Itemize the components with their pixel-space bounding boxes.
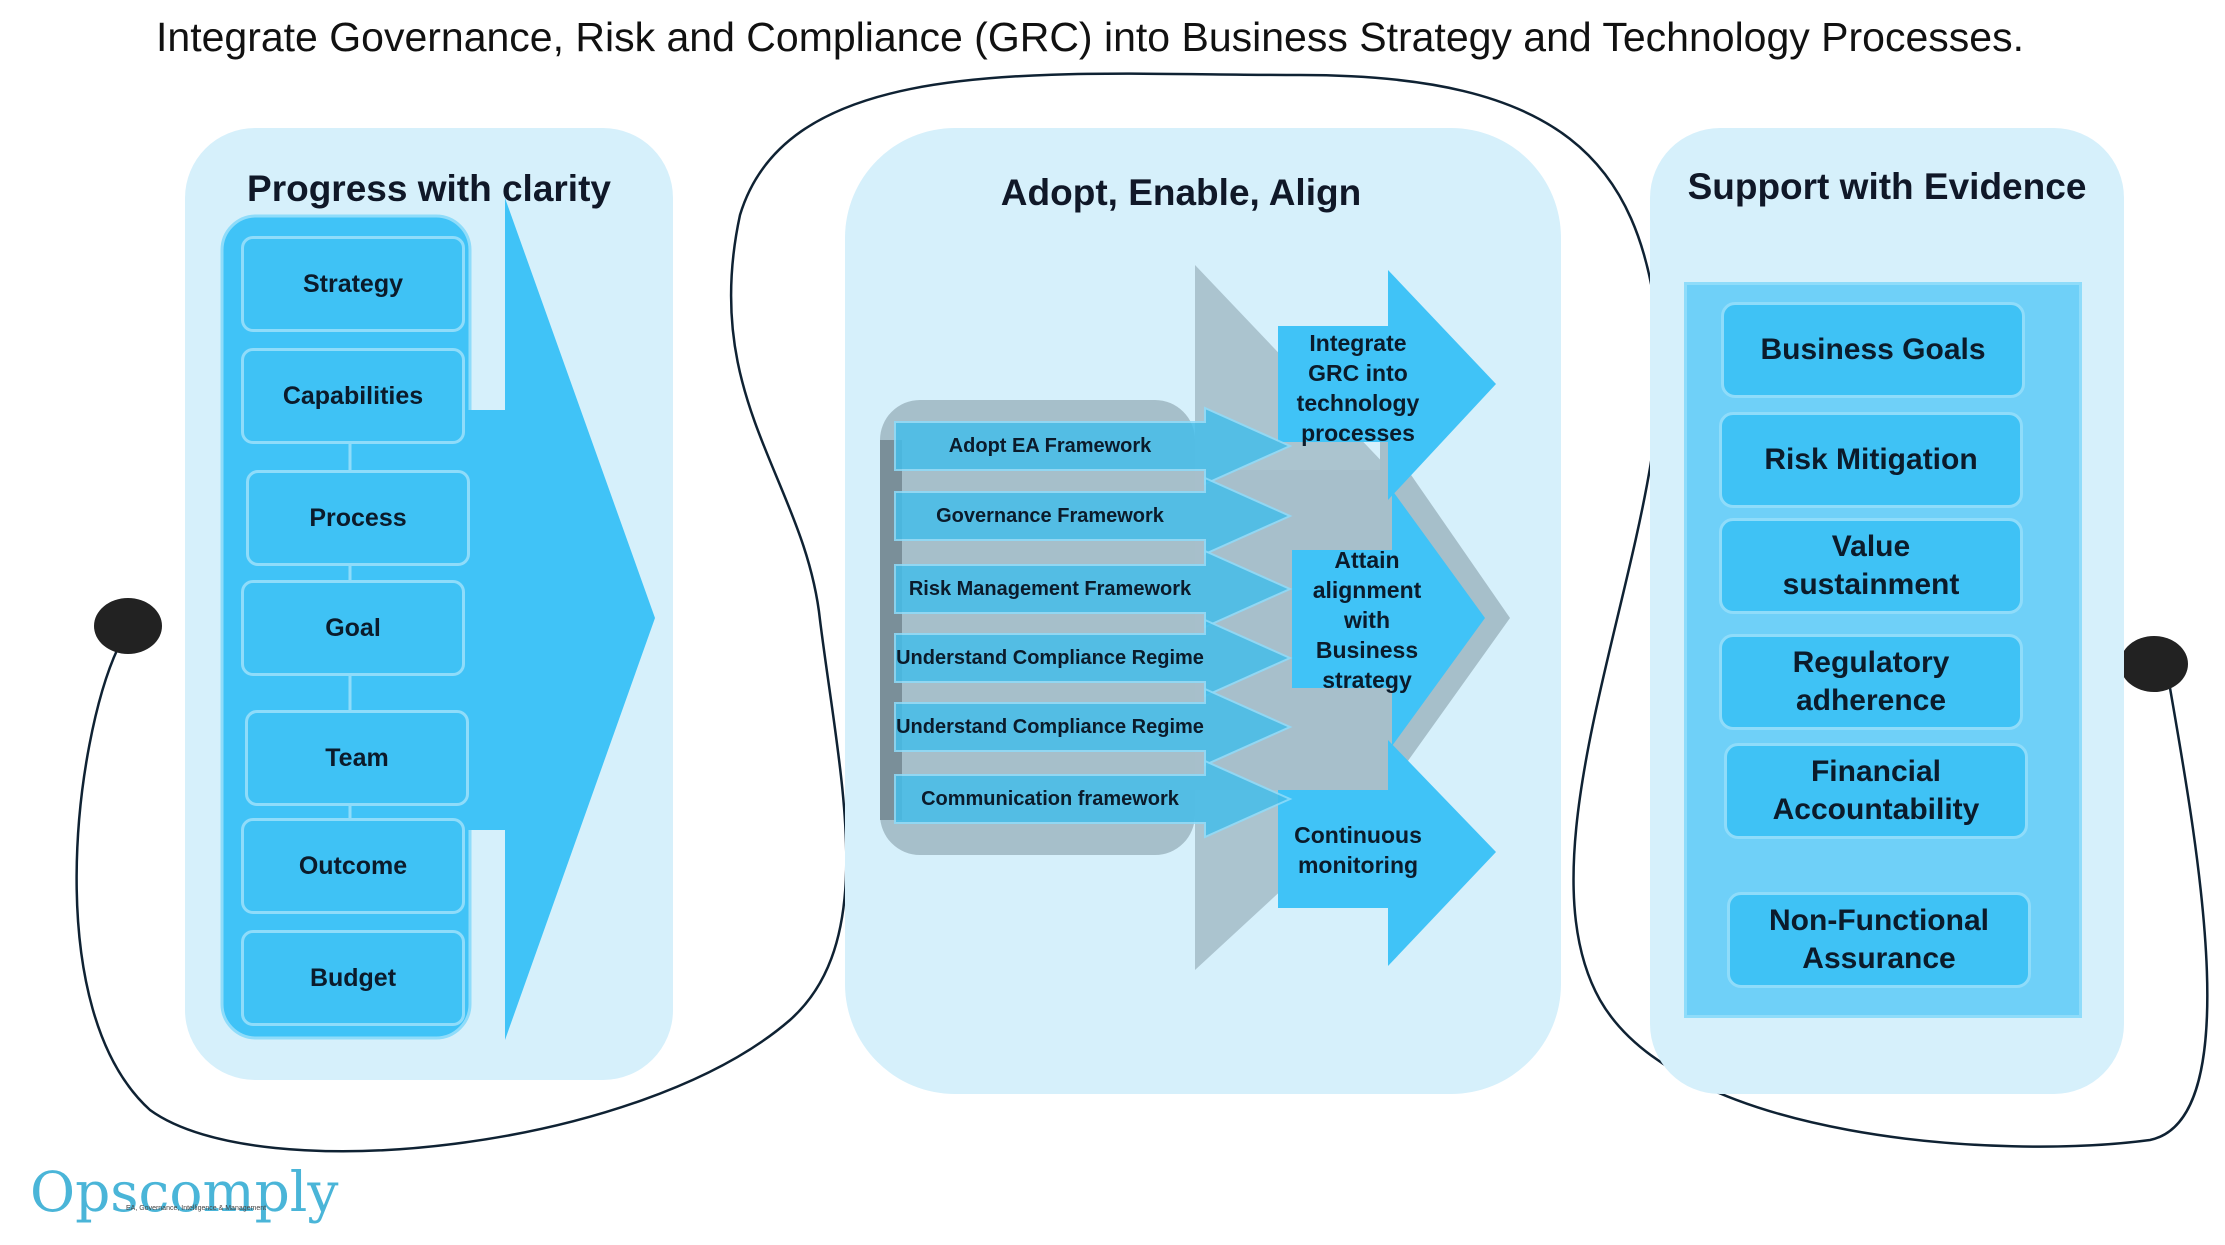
output-label-line: technology [1296, 390, 1420, 416]
input-bar-arrow [894, 406, 1293, 486]
evidence-item: Regulatory adherence [1719, 634, 2023, 730]
input-bar-arrow [894, 549, 1293, 629]
output-label-line: monitoring [1297, 852, 1419, 878]
input-bar-label: Risk Management Framework [908, 577, 1192, 600]
left-item-capabilities: Capabilities [241, 348, 465, 444]
left-item-goal: Goal [241, 580, 465, 676]
evidence-item-line: Value [1831, 530, 1911, 563]
output-label-line: alignment [1312, 577, 1422, 603]
evidence-item-line: Assurance [1802, 942, 1956, 975]
connector-end-dot [2120, 636, 2188, 692]
evidence-item-line: Regulatory [1792, 646, 1950, 679]
input-bar-label: Adopt EA Framework [948, 434, 1152, 457]
output-arrow-top [1278, 270, 1496, 500]
middle-panel-heading: Adopt, Enable, Align [1000, 172, 1362, 213]
output-label-line: Business [1315, 637, 1419, 663]
evidence-item-line: Financial [1810, 755, 1942, 788]
output-label-line: GRC into [1308, 360, 1408, 386]
evidence-item: Risk Mitigation [1719, 412, 2023, 508]
opscomply-logo: Opscomply [30, 1160, 339, 1224]
output-label-line: Continuous [1294, 822, 1422, 848]
output-continuous-monitoring: Continuous monitoring [1278, 820, 1438, 880]
input-bar-arrow [894, 759, 1293, 839]
output-label-line: strategy [1322, 667, 1412, 693]
opscomply-logo-tagline: EA, Governance, Intelligence & Managemen… [126, 1205, 267, 1212]
output-label-line: with [1344, 607, 1390, 633]
input-bar-label: Understand Compliance Regime [896, 715, 1204, 738]
evidence-item: Value sustainment [1719, 518, 2023, 614]
input-bar-arrow [894, 476, 1293, 556]
evidence-item-line: Risk Mitigation [1764, 443, 1978, 476]
output-arrow-middle [1292, 490, 1485, 746]
output-label-line: Integrate [1309, 330, 1407, 356]
right-panel-heading: Support with Evidence [1687, 166, 2087, 207]
input-bar-label: Communication framework [921, 787, 1179, 810]
input-bar-label: Understand Compliance Regime [896, 646, 1204, 669]
left-item-team: Team [245, 710, 469, 806]
input-bar-arrow [894, 618, 1293, 698]
left-item-budget: Budget [241, 930, 465, 1026]
left-item-strategy: Strategy [241, 236, 465, 332]
left-item-outcome: Outcome [241, 818, 465, 914]
evidence-item-line: sustainment [1782, 568, 1960, 601]
evidence-item-line: Accountability [1772, 793, 1980, 826]
output-arrow-bottom [1278, 740, 1496, 966]
output-label-line: processes [1301, 420, 1415, 446]
evidence-item-line: Non-Functional [1769, 904, 1989, 937]
left-big-arrow [505, 198, 655, 1040]
evidence-item-line: Business Goals [1760, 333, 1986, 366]
input-bar-arrow [894, 687, 1293, 767]
output-label-line: Attain [1334, 547, 1400, 573]
page-title: Integrate Governance, Risk and Complianc… [156, 14, 2024, 60]
left-item-process: Process [246, 470, 470, 566]
input-bar-label: Governance Framework [936, 504, 1164, 527]
evidence-item: Business Goals [1721, 302, 2025, 398]
evidence-item-line: adherence [1795, 684, 1947, 717]
left-panel-heading: Progress with clarity [247, 168, 611, 209]
connector-start-dot [94, 598, 162, 654]
